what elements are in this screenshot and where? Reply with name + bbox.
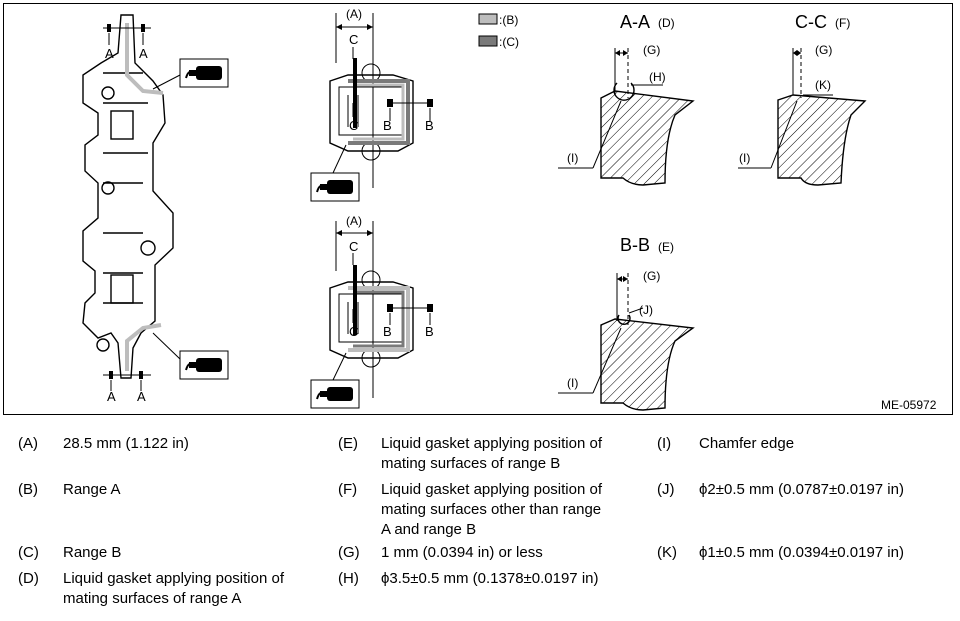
marker-a-bottom-left: A (107, 389, 116, 404)
section-aa-ref: (D) (658, 16, 675, 30)
section-aa-title: A-A (620, 12, 650, 32)
legend-code: (B) (18, 481, 38, 498)
legend-code: (D) (18, 570, 39, 587)
legend-text: Liquid gasket applying position of (63, 570, 284, 587)
gasket-tube-icon (310, 144, 360, 202)
section-bb-dim-g: (G) (643, 269, 660, 283)
swatch-range-b (478, 35, 498, 47)
section-markers-bottom (103, 371, 151, 391)
legend-item-d: (D) Liquid gasket applying position of m… (18, 569, 328, 611)
technical-drawing: A A A A (3, 3, 953, 415)
legend-text: Range B (63, 544, 122, 561)
legend-text: ϕ1±0.5 mm (0.0394±0.0197 in) (699, 544, 904, 561)
figure-frame (3, 3, 953, 415)
section-bb-dim-i: (I) (567, 376, 578, 390)
section-cc-dim-k: (K) (815, 78, 831, 92)
marker-b-top-right: B (425, 118, 434, 133)
section-cc-dim-g: (G) (815, 43, 832, 57)
legend-code: (H) (338, 570, 359, 587)
legend-text: Chamfer edge (699, 435, 795, 452)
marker-a-top-right: A (139, 46, 148, 61)
legend-text: ϕ2±0.5 mm (0.0787±0.0197 in) (699, 481, 904, 498)
legend-text: 28.5 mm (1.122 in) (63, 435, 189, 452)
marker-c-bottom-lower: C (349, 324, 358, 339)
marker-a-top-left: A (105, 46, 114, 61)
legend-code: (I) (657, 435, 672, 452)
legend-code: (K) (657, 544, 677, 561)
gasket-line-range-a (125, 23, 164, 371)
legend-item-e: (E) Liquid gasket applying position of m… (338, 434, 638, 476)
gasket-tube-icon (310, 352, 360, 409)
legend-code: (G) (338, 544, 360, 561)
section-bb-dim-j: (J) (639, 303, 653, 317)
section-aa-profile (558, 48, 695, 186)
legend-text: ϕ3.5±0.5 mm (0.1378±0.0197 in) (381, 570, 599, 587)
marker-b-top-left: B (383, 118, 392, 133)
legend-code: (J) (657, 481, 675, 498)
legend-text: mating surfaces of range B (381, 455, 561, 472)
detail-view-bottom (329, 221, 433, 398)
gasket-tube-icon (152, 58, 229, 90)
section-cc-title: C-C (795, 12, 827, 32)
marker-b-bottom-right: B (425, 324, 434, 339)
marker-c-top-lower: C (349, 118, 358, 133)
legend-text: mating surfaces other than range (381, 501, 602, 518)
legend-text: Range A (63, 481, 121, 498)
legend-item-f: (F) Liquid gasket applying position of m… (338, 480, 638, 542)
housing-full-view (82, 14, 174, 379)
legend-text: 1 mm (0.0394 in) or less (381, 544, 543, 561)
section-aa-dim-i: (I) (567, 151, 578, 165)
gasket-tube-icon (152, 332, 229, 380)
marker-a-bottom-right: A (137, 389, 146, 404)
marker-c-bottom-upper: C (349, 239, 358, 254)
legend-text: mating surfaces of range A (63, 590, 242, 607)
legend-code: (C) (18, 544, 39, 561)
section-aa-dim-g: (G) (643, 43, 660, 57)
section-markers-top (103, 24, 151, 45)
section-aa-dim-h: (H) (649, 70, 666, 84)
section-cc-profile (738, 48, 867, 186)
section-bb-ref: (E) (658, 240, 674, 254)
legend-text: A and range B (381, 521, 477, 538)
dim-a-label-bottom: (A) (346, 214, 362, 228)
section-bb-profile (558, 273, 695, 411)
swatch-label-b: :(B) (499, 13, 518, 27)
marker-b-bottom-left: B (383, 324, 392, 339)
legend-code: (E) (338, 435, 358, 452)
detail-view-top (329, 13, 433, 188)
figure-code: ME-05972 (881, 398, 937, 412)
legend-code: (A) (18, 435, 38, 452)
swatch-label-c: :(C) (499, 35, 519, 49)
section-cc-dim-i: (I) (739, 151, 750, 165)
legend-text: Liquid gasket applying position of (381, 435, 602, 452)
swatch-range-a (478, 13, 498, 25)
section-bb-title: B-B (620, 235, 650, 255)
dim-a-label-top: (A) (346, 7, 362, 21)
section-cc-ref: (F) (835, 16, 850, 30)
legend-code: (F) (338, 481, 358, 498)
legend-text: Liquid gasket applying position of (381, 481, 602, 498)
marker-c-top-upper: C (349, 32, 358, 47)
